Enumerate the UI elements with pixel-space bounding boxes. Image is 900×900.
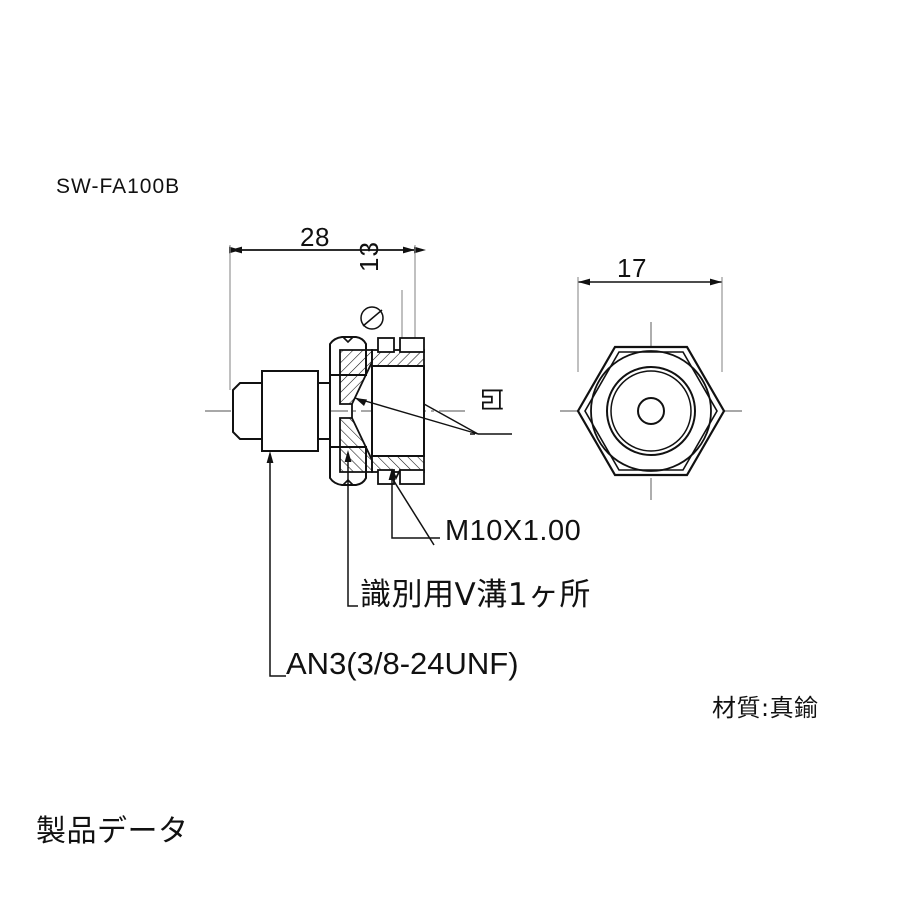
groove-symbol: 凹 <box>478 386 507 412</box>
hex-inner-chamfer <box>584 351 718 471</box>
v-groove-mark <box>391 469 401 481</box>
end-view-hexagon <box>560 322 742 500</box>
circle-bore <box>637 397 665 425</box>
m10-thread-collar <box>377 337 425 485</box>
dimension-label-28: 28 <box>300 222 330 252</box>
leader-m10 <box>388 468 440 546</box>
neck-shoulder <box>317 382 331 440</box>
circle-mid <box>606 366 696 456</box>
side-view-fitting <box>232 336 425 486</box>
note-material: 材質:真鍮 <box>712 694 819 722</box>
part-number: SW-FA100B <box>56 175 181 198</box>
leader-vgroove <box>344 450 358 607</box>
an3-thread-body <box>261 370 319 452</box>
leader-an3 <box>266 451 286 677</box>
hex-outer <box>576 345 726 477</box>
diameter-symbol-circle <box>360 306 384 330</box>
note-v-groove: 識別用V溝1ヶ所 <box>360 577 591 613</box>
note-thread-an: AN3(3/8-24UNF) <box>286 646 519 681</box>
dimension-28 <box>229 245 426 390</box>
leader-groove-symbol <box>354 397 512 435</box>
dimension-13 <box>360 290 403 345</box>
an3-flare-nose <box>232 382 263 440</box>
circle-outer <box>590 350 712 472</box>
section-body-wall <box>371 349 425 473</box>
dimension-17 <box>577 277 723 372</box>
circle-mid-inner <box>610 370 692 452</box>
dimension-label-17: 17 <box>617 253 647 283</box>
footer-label: 製品データ <box>36 814 189 849</box>
note-thread-metric: M10X1.00 <box>445 515 582 547</box>
dimension-label-13: 13 <box>354 241 384 272</box>
